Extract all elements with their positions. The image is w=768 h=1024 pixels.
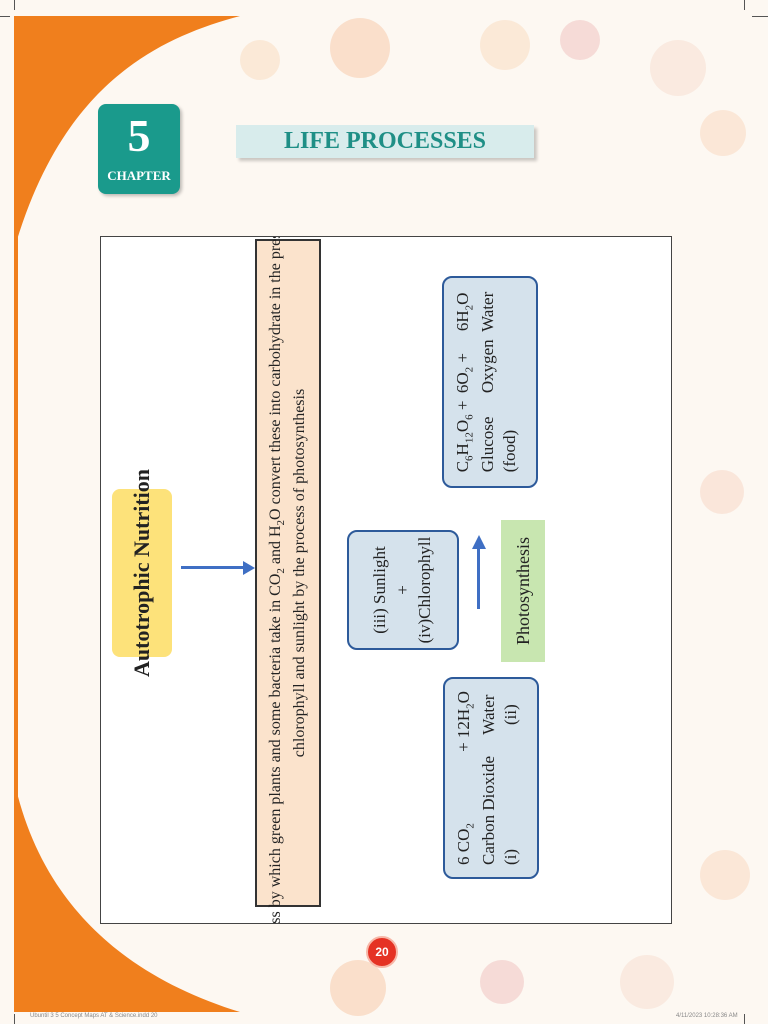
heading-box: Autotrophic Nutrition — [112, 469, 172, 677]
background-doodle — [620, 955, 674, 1009]
crop-mark — [744, 1014, 745, 1024]
definition-line-1: Process by which green plants and some b… — [267, 236, 288, 924]
page-title: LIFE PROCESSES — [283, 128, 487, 154]
arrow-right-head — [243, 561, 255, 575]
chapter-badge: 5 CHAPTER — [98, 104, 180, 194]
background-doodle — [330, 960, 386, 1016]
crop-mark — [744, 0, 745, 10]
background-doodle — [480, 20, 530, 70]
diagram-frame: Autotrophic Nutrition Process by which g… — [100, 236, 672, 924]
chapter-number: 5 — [127, 110, 151, 161]
chapter-title-banner: LIFE PROCESSES — [236, 125, 534, 158]
crop-mark — [752, 16, 768, 17]
crop-mark — [14, 0, 15, 10]
arrow-right — [181, 566, 245, 569]
reactants-box: 6 CO2 Carbon Dioxide (i) + 12H2O Water (… — [443, 677, 539, 879]
arrow-up-head — [472, 535, 486, 549]
footer-file-info: Ubuntil 3 5 Concept Maps AT & Science.in… — [30, 1013, 158, 1019]
page-number: 20 — [375, 945, 389, 959]
definition-line-2: chlorophyll and sunlight by the process … — [291, 388, 309, 758]
page-number-badge: 20 — [366, 936, 398, 968]
background-doodle — [330, 18, 390, 78]
diagram-heading: Autotrophic Nutrition — [129, 469, 154, 677]
background-doodle — [650, 40, 706, 96]
background-doodle — [700, 110, 746, 156]
condition-chlorophyll: (iv)Chlorophyll — [415, 536, 435, 644]
conditions-box: (iii) Sunlight + (iv)Chlorophyll — [347, 530, 459, 650]
background-doodle — [560, 20, 600, 60]
background-doodle — [700, 470, 744, 514]
crop-mark — [14, 1014, 15, 1024]
chapter-label: CHAPTER — [107, 168, 171, 183]
products-box: C6H12O6 + Glucose (food) 6O2 + Oxygen 6H… — [442, 276, 538, 488]
crop-mark — [0, 16, 10, 17]
arrow-up — [477, 547, 480, 609]
condition-sunlight: (iii) Sunlight — [369, 546, 389, 634]
background-doodle — [480, 960, 524, 1004]
background-doodle — [240, 40, 280, 80]
process-box: Photosynthesis — [501, 520, 545, 662]
definition-box: Process by which green plants and some b… — [255, 237, 321, 923]
background-doodle — [700, 850, 750, 900]
process-label: Photosynthesis — [512, 536, 533, 646]
footer-timestamp: 4/11/2023 10:28:36 AM — [676, 1013, 738, 1019]
